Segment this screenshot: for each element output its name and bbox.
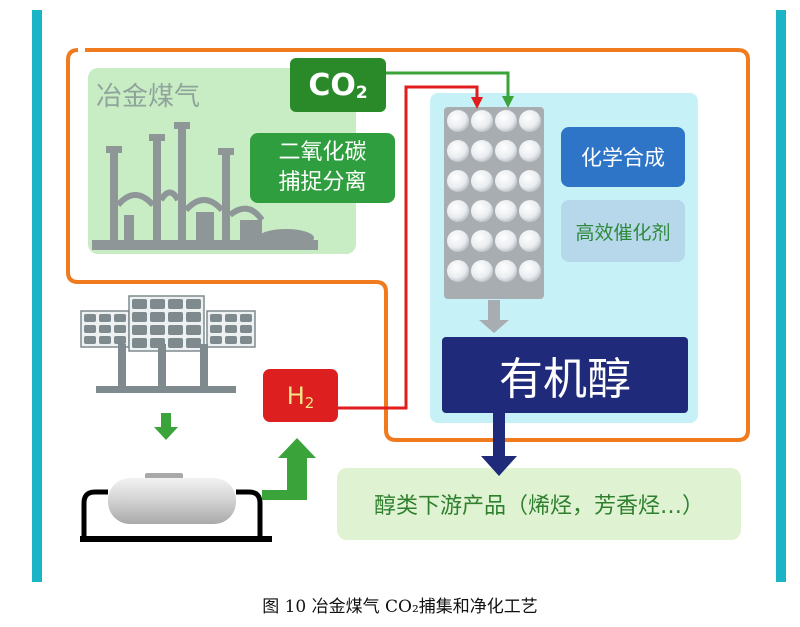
solar-cell [114,314,126,322]
capture-line2: 捕捉分离 [278,170,367,195]
catalyst-pellet [519,140,541,162]
h2-box [263,369,338,422]
solar-cell [225,325,237,333]
solar-cell [99,314,111,322]
arrow-solar-to-tank [154,413,178,440]
catalyst-pellet [519,110,541,132]
catalyst-pellet [519,200,541,222]
catalyst-pellet [519,230,541,252]
catalyst-pellet [447,200,469,222]
catalyst-pellet [471,200,493,222]
downstream-products-box [337,468,741,540]
chemical-synthesis-box [561,127,685,187]
catalyst-pellet [495,170,517,192]
solar-cell [240,314,252,322]
co2-subscript: 2 [355,83,368,103]
solar-cell [168,338,183,348]
co2-box [290,58,386,112]
factory-icon [92,122,318,250]
catalyst-pellet [471,140,493,162]
solar-cell [114,336,126,344]
plant-label: 冶金煤气 [96,81,201,112]
solar-cell [225,314,237,322]
solar-cell [186,325,201,335]
arrow-tank-to-h2 [262,438,316,500]
co2-main: CO [308,67,356,103]
products-label: 醇类下游产品（烯烃，芳香烃…） [373,494,704,519]
catalyst-pellet [519,170,541,192]
solar-cell [132,312,147,322]
catalyst-pellet [447,140,469,162]
arrow-co2-to-reactor [386,71,514,108]
catalyst-pellet [471,260,493,282]
solar-cell [240,336,252,344]
solar-cell [186,312,201,322]
solar-cell [114,325,126,333]
solar-cell [84,325,96,333]
solar-cell [186,299,201,309]
solar-cell [132,338,147,348]
catalyst-box [561,200,685,262]
catalyst-pellet [447,230,469,252]
solar-panel-icon [80,295,256,393]
catalyst-pellet [495,200,517,222]
hydrogen-tank-icon [80,473,272,542]
synthesis-label: 化学合成 [581,146,665,170]
solar-cell [186,338,201,348]
catalyst-pellet [495,260,517,282]
catalyst-pellet [471,230,493,252]
catalyst-pellet [471,170,493,192]
solar-cell [132,325,147,335]
solar-cell [84,336,96,344]
capture-separation-box [250,133,395,203]
solar-cell [168,312,183,322]
frame-bar-left [32,10,42,582]
h2-main: H [286,381,305,410]
catalyst-pellet [495,140,517,162]
solar-cell [210,336,222,344]
solar-cell [150,312,165,322]
solar-cell [84,314,96,322]
solar-cell [99,336,111,344]
catalyst-pellet [447,170,469,192]
solar-cell [150,325,165,335]
figure-caption: 图 10 冶金煤气 CO₂捕集和净化工艺 [262,597,538,617]
arrow-alcohol-to-products [481,412,517,476]
solar-cell [240,325,252,333]
catalyst-pellet [495,110,517,132]
catalyst-pellet [447,110,469,132]
capture-label: 二氧化碳 捕捉分离 [250,133,395,203]
solar-cell [168,325,183,335]
alcohol-label: 有机醇 [499,354,631,405]
h2-subscript: 2 [304,393,315,412]
solar-cell [168,299,183,309]
catalyst-reactor-icon [444,107,544,333]
recycle-loop-line [66,48,750,442]
solar-cell [99,325,111,333]
frame-bar-right [776,10,786,582]
solar-cell [150,299,165,309]
organic-alcohol-box [442,337,688,413]
solar-cell [210,314,222,322]
catalyst-pellet [519,260,541,282]
catalyst-pellet [471,110,493,132]
catalyst-label: 高效催化剂 [575,221,671,244]
catalyst-pellet [447,260,469,282]
solar-cell [210,325,222,333]
solar-cell [132,299,147,309]
catalyst-pellet [495,230,517,252]
capture-line1: 二氧化碳 [278,140,367,165]
solar-cell [225,336,237,344]
